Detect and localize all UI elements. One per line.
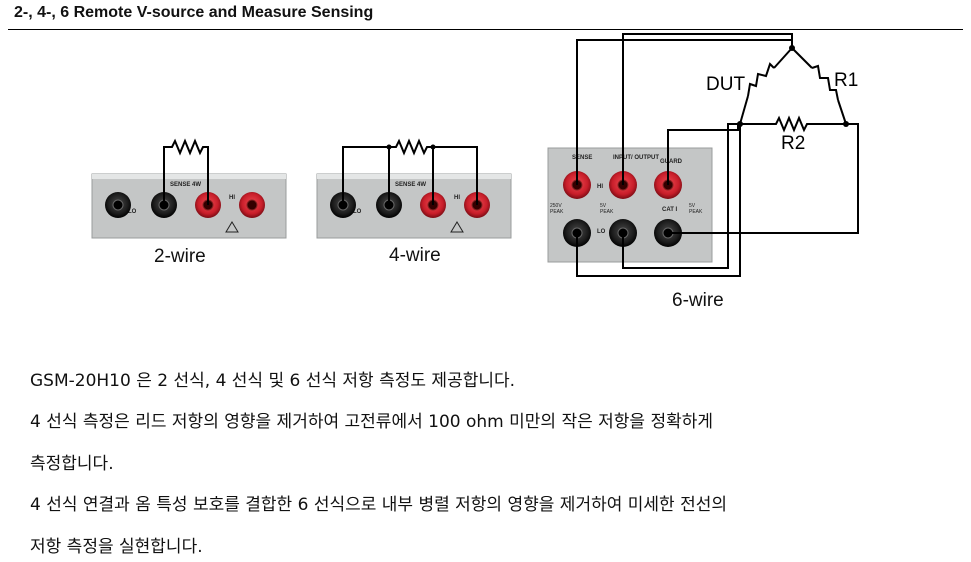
description-paragraph: 4 선식 연결과 옴 특성 보호를 결합한 6 선식으로 내부 병렬 저항의 영… [30, 495, 728, 515]
sense-4w-label: SENSE 4W [170, 182, 201, 188]
r2-label: R2 [781, 133, 805, 154]
peak-label: PEAK [689, 209, 703, 215]
lo-label: LO [128, 209, 137, 215]
four-wire-caption: 4-wire [389, 245, 441, 266]
red-jack [239, 192, 265, 218]
description-paragraph: 저항 측정을 실현합니다. [30, 537, 203, 557]
hi-label: HI [597, 184, 603, 190]
peak-label: PEAK [600, 209, 614, 215]
voltage-5-label: 5V [600, 203, 607, 209]
four-wire-panel: SENSE 4W LO HI [316, 138, 512, 239]
r1-label: R1 [834, 70, 858, 91]
black-jack [105, 192, 131, 218]
description-paragraph: 측정합니다. [30, 454, 114, 474]
two-wire-panel: SENSE 4W LO HI [91, 138, 287, 239]
description-paragraph: 4 선식 측정은 리드 저항의 영향을 제거하여 고전류에서 100 ohm 미… [30, 412, 714, 432]
cat1-label: CAT I [662, 207, 678, 213]
six-wire-caption: 6-wire [672, 290, 724, 311]
sense-label: SENSE [572, 155, 592, 161]
section-heading: 2-, 4-, 6 Remote V-source and Measure Se… [14, 4, 374, 21]
peak-label: PEAK [550, 209, 564, 215]
connection-diagram: SENSE 4W LO HI SENSE 4W LO HI [91, 33, 859, 277]
voltage-250-label: 250V [550, 203, 562, 209]
guard-label: GUARD [660, 159, 683, 165]
lo-label: LO [597, 229, 606, 235]
six-wire-panel: SENSE INPUT/ OUTPUT GUARD HI LO CAT I 25… [547, 147, 713, 263]
two-wire-caption: 2-wire [154, 246, 206, 267]
lo-label: LO [353, 209, 362, 215]
sense-4w-label: SENSE 4W [395, 182, 426, 188]
six-wire-wiring [576, 33, 859, 277]
voltage-5-label: 5V [689, 203, 696, 209]
hi-label: HI [229, 195, 235, 201]
input-output-label: INPUT/ OUTPUT [613, 155, 659, 161]
hi-label: HI [454, 195, 460, 201]
description-paragraph: GSM-20H10 은 2 선식, 4 선식 및 6 선식 저항 측정도 제공합… [30, 371, 516, 391]
dut-label: DUT [706, 74, 745, 95]
heading-rule [8, 29, 963, 30]
